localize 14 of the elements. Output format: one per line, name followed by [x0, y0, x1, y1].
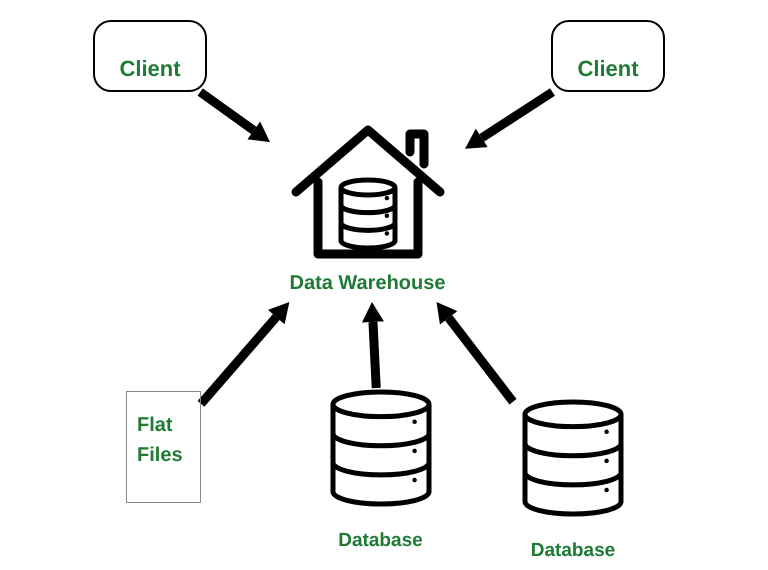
arrow — [198, 88, 270, 142]
client-box — [551, 20, 665, 92]
node-label: Client — [577, 56, 639, 82]
arrow — [198, 302, 290, 407]
node-label: Data Warehouse — [290, 272, 446, 295]
arrow — [362, 302, 384, 388]
client-box — [93, 20, 207, 92]
node-label: Database — [530, 540, 616, 562]
arrow — [465, 88, 555, 149]
file-box — [126, 391, 201, 503]
node-label: Client — [119, 56, 181, 82]
node-label: Flat Files — [137, 413, 184, 468]
arrow — [436, 302, 517, 404]
node-label: Database — [338, 530, 423, 552]
